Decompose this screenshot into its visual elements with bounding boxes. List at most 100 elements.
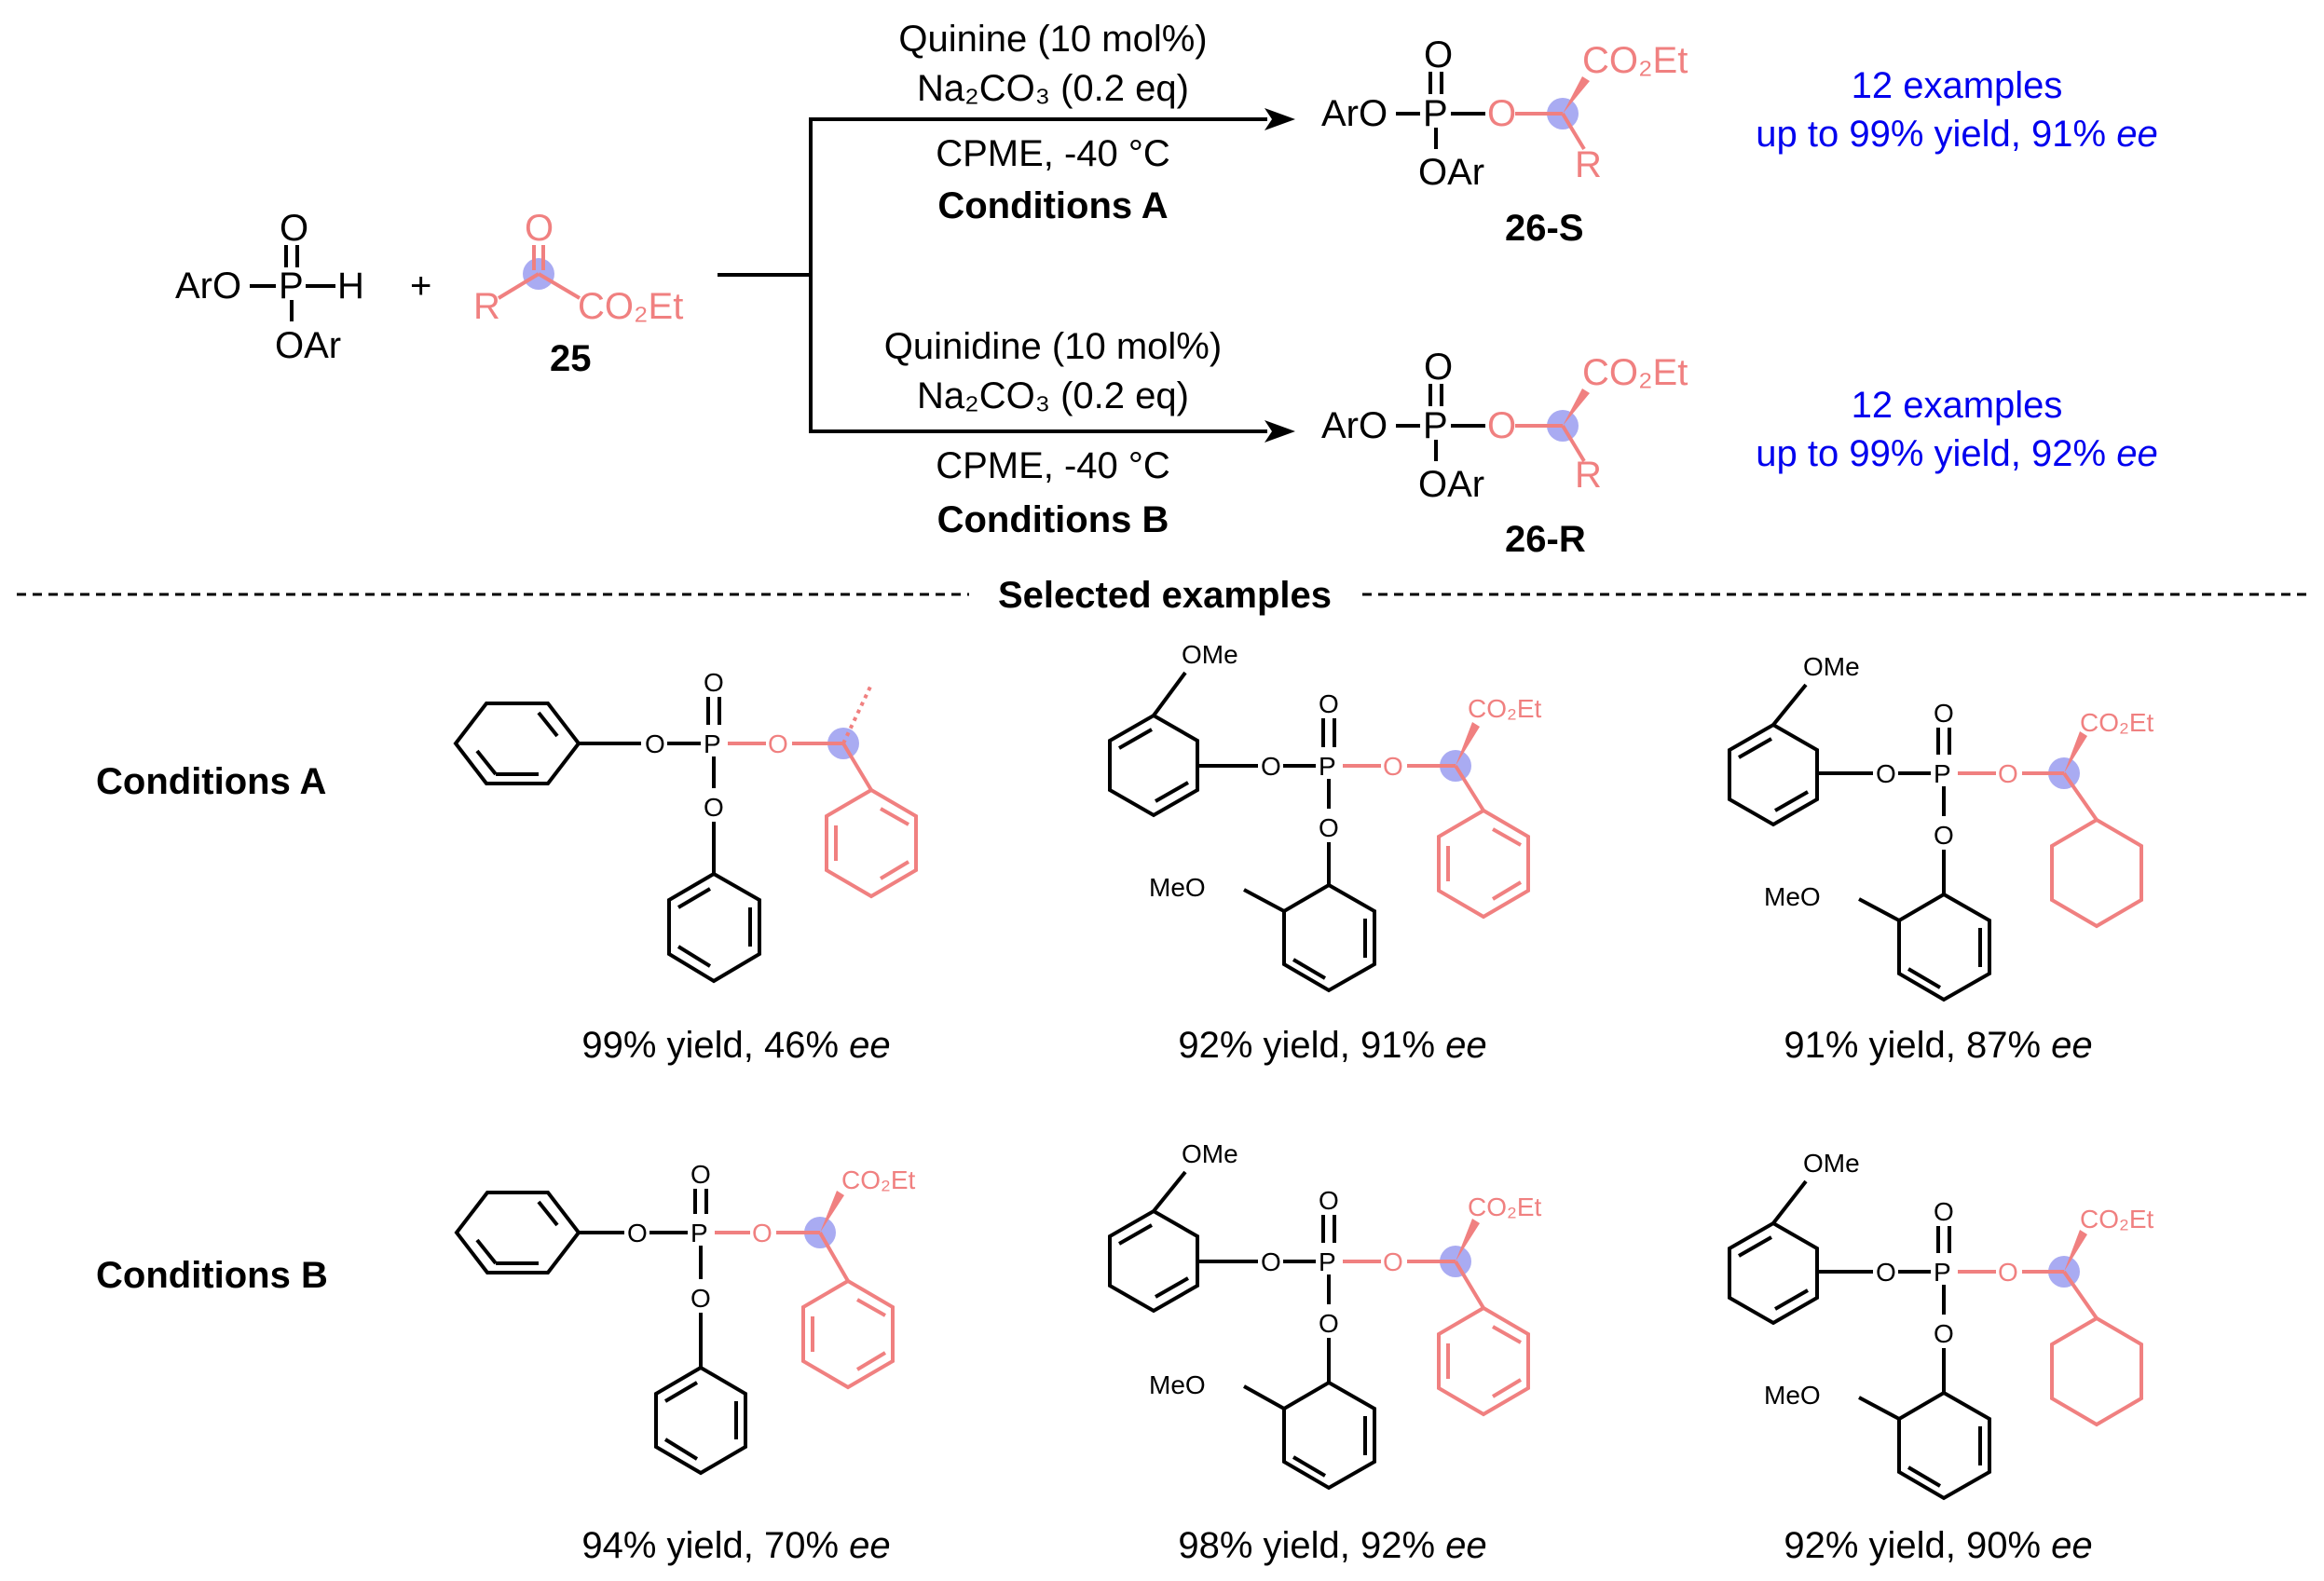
atom-p: P [690,1219,708,1247]
group-co2et: CO₂Et [1582,40,1688,81]
atom-o: O [1998,759,2018,788]
atom-aro: ArO [1321,405,1388,446]
conditions-b-solvent: CPME, -40 °C [936,445,1170,486]
product-26-r: ArO P O OAr O CO₂Et R 26-R [1321,347,1688,560]
summary-b-count: 12 examples [1852,385,2063,426]
group-ome: OMe [1803,1149,1860,1178]
atom-p: P [279,266,304,307]
atom-aro: ArO [1321,93,1388,134]
conditions-a-text: Quinine (10 mol%) Na₂CO₃ (0.2 eq) CPME, … [898,19,1207,226]
atom-p: P [704,729,721,758]
atom-p: P [1934,1258,1951,1287]
atom-p: P [1423,405,1448,446]
example-a1-result: 99% yield, 46% ee [581,1025,890,1066]
group-co2et: CO₂Et [578,286,683,327]
atom-o: O [690,1284,711,1313]
group-co2et: CO₂Et [1582,352,1688,393]
atom-aro: ArO [175,266,241,307]
conditions-b-base: Na₂CO₃ (0.2 eq) [917,375,1189,416]
atom-o: O [1319,689,1339,718]
example-b1-structure: O P O O O CO₂Et [454,1160,916,1476]
group-meo: MeO [1149,873,1206,902]
atom-o: O [1934,821,1954,850]
example-a1-structure: O P O O O [453,668,918,984]
group-meo: MeO [1149,1370,1206,1399]
atom-o: O [645,729,665,758]
atom-oar: OAr [1418,464,1484,505]
phosphite-reactant: ArO P H O OAr [175,208,364,366]
atom-o: O [1424,347,1453,388]
conditions-b-text: Quinidine (10 mol%) Na₂CO₃ (0.2 eq) CPME… [884,326,1222,540]
group-co2et: CO₂Et [2080,1205,2154,1233]
group-co2et: CO₂Et [841,1165,916,1194]
atom-o: O [768,729,788,758]
atom-p: P [1319,1247,1336,1276]
summary-b-results: up to 99% yield, 92% ee [1756,433,2157,474]
conditions-a-solvent: CPME, -40 °C [936,133,1170,174]
section-divider: Selected examples [17,575,2307,616]
group-co2et: CO₂Et [1468,1193,1542,1221]
atom-o: O [690,1160,711,1189]
example-b3-structure: OMe O P O O MeO O CO₂Et [1728,1149,2154,1501]
atom-o: O [1934,1197,1954,1226]
compound-label-26-r: 26-R [1505,519,1586,560]
atom-o: O [1876,1258,1896,1287]
summary-a-count: 12 examples [1852,65,2063,106]
atom-p: P [1319,752,1336,781]
atom-o: O [1319,813,1339,842]
ketoester-reactant: O R CO₂Et 25 [473,208,683,379]
atom-o: O [627,1219,648,1247]
row-label-conditions-a: Conditions A [96,761,326,802]
group-co2et: CO₂Et [1468,694,1542,723]
compound-label-25: 25 [550,338,592,379]
atom-o: O [1876,759,1896,788]
atom-o-ketone: O [525,208,554,249]
example-b3-result: 92% yield, 90% ee [1784,1525,2092,1566]
atom-o: O [1383,752,1403,781]
atom-o: O [1261,1247,1281,1276]
conditions-a-base: Na₂CO₃ (0.2 eq) [917,68,1189,109]
example-a2-structure: OMe O P O O MeO O CO₂Et [1108,640,1542,993]
atom-link-o: O [1487,405,1516,446]
atom-o: O [1383,1247,1403,1276]
atom-o: O [704,793,724,822]
atom-o: O [1998,1258,2018,1287]
atom-h: H [337,266,364,307]
group-ome: OMe [1182,640,1238,669]
example-b1-result: 94% yield, 70% ee [581,1525,890,1566]
group-ome: OMe [1182,1139,1238,1168]
atom-o: O [752,1219,772,1247]
atom-o: O [1319,1186,1339,1215]
conditions-a-catalyst: Quinine (10 mol%) [898,19,1207,60]
atom-o: O [280,208,308,249]
group-ome: OMe [1803,652,1860,681]
divider-title: Selected examples [998,575,1332,616]
atom-oar: OAr [275,325,341,366]
example-b2-structure: OMe O P O O MeO O CO₂Et [1108,1139,1542,1491]
example-a3-structure: OMe O P O O MeO O CO₂Et [1728,652,2154,1002]
atom-p: P [1423,93,1448,134]
compound-label-26-s: 26-S [1505,208,1584,249]
conditions-b-title: Conditions B [937,499,1169,540]
atom-p: P [1934,759,1951,788]
atom-o: O [1424,34,1453,75]
atom-link-o: O [1487,93,1516,134]
example-a2-result: 92% yield, 91% ee [1178,1025,1486,1066]
atom-o: O [1319,1309,1339,1338]
summary-a-results: up to 99% yield, 91% ee [1756,114,2157,155]
row-label-conditions-b: Conditions B [96,1255,328,1296]
atom-o: O [1261,752,1281,781]
conditions-b-catalyst: Quinidine (10 mol%) [884,326,1222,367]
atom-oar: OAr [1418,152,1484,193]
example-b2-result: 98% yield, 92% ee [1178,1525,1486,1566]
group-co2et: CO₂Et [2080,708,2154,737]
atom-r: R [1575,144,1602,185]
atom-o: O [1934,1319,1954,1348]
plus-sign: + [410,266,431,307]
atom-r: R [473,286,500,327]
group-meo: MeO [1764,882,1821,911]
atom-o: O [1934,699,1954,728]
reaction-arrows [718,108,1295,443]
conditions-a-title: Conditions A [937,185,1168,226]
